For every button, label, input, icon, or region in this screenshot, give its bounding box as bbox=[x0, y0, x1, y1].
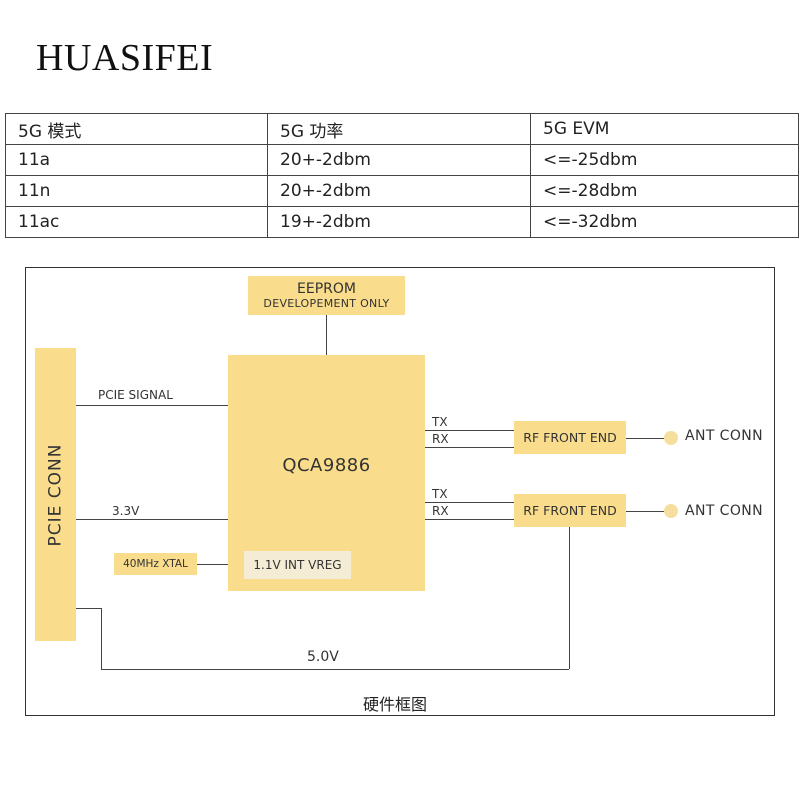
table-row: 11n 20+-2dbm <=-28dbm bbox=[5, 175, 799, 207]
ant2-label: ANT CONN bbox=[685, 503, 763, 519]
table-row: 11a 20+-2dbm <=-25dbm bbox=[5, 144, 799, 176]
xtal-line bbox=[197, 564, 228, 565]
v33-label: 3.3V bbox=[112, 504, 140, 518]
eeprom-title: EEPROM bbox=[297, 280, 356, 297]
rf-front-end-1: RF FRONT END bbox=[514, 421, 626, 454]
pcie-conn-label: PCIE CONN bbox=[45, 443, 66, 546]
table-cell: <=-28dbm bbox=[530, 175, 799, 207]
v50-label: 5.0V bbox=[307, 649, 339, 665]
ant1-label: ANT CONN bbox=[685, 428, 763, 444]
v50-bottom bbox=[101, 669, 569, 670]
table-cell: <=-25dbm bbox=[530, 144, 799, 176]
xtal-block: 40MHz XTAL bbox=[114, 553, 197, 575]
header-cell: 5G 功率 bbox=[267, 113, 531, 145]
rx1-line bbox=[425, 447, 514, 448]
table-row: 11ac 19+-2dbm <=-32dbm bbox=[5, 206, 799, 238]
vreg-block: 1.1V INT VREG bbox=[244, 551, 351, 579]
spec-table: 5G 模式 5G 功率 5G EVM 11a 20+-2dbm <=-25dbm… bbox=[5, 113, 799, 238]
tx1-label: TX bbox=[432, 415, 448, 429]
table-cell: 19+-2dbm bbox=[267, 206, 531, 238]
header-cell: 5G EVM bbox=[530, 113, 799, 145]
rf2-label: RF FRONT END bbox=[523, 503, 617, 518]
v33-line bbox=[76, 519, 228, 520]
rx2-line bbox=[425, 519, 514, 520]
ant2-line bbox=[626, 511, 664, 512]
table-cell: <=-32dbm bbox=[530, 206, 799, 238]
rf-front-end-2: RF FRONT END bbox=[514, 494, 626, 527]
tx2-label: TX bbox=[432, 487, 448, 501]
rx1-label: RX bbox=[432, 432, 449, 446]
ant1-line bbox=[626, 438, 664, 439]
xtal-label: 40MHz XTAL bbox=[123, 558, 188, 570]
tx2-line bbox=[425, 502, 514, 503]
diagram-caption: 硬件框图 bbox=[363, 695, 428, 714]
header-cell: 5G 模式 bbox=[5, 113, 268, 145]
table-cell: 11a bbox=[5, 144, 268, 176]
table-cell: 20+-2dbm bbox=[267, 144, 531, 176]
brand-logo: HUASIFEI bbox=[36, 37, 214, 79]
pcie-signal-line bbox=[76, 405, 228, 406]
eeprom-link bbox=[326, 315, 327, 355]
pcie-signal-label: PCIE SIGNAL bbox=[98, 388, 173, 402]
v50-stub bbox=[76, 608, 101, 609]
antenna-icon bbox=[664, 504, 678, 518]
table-cell: 20+-2dbm bbox=[267, 175, 531, 207]
antenna-icon bbox=[664, 431, 678, 445]
vreg-label: 1.1V INT VREG bbox=[253, 558, 342, 572]
eeprom-subtitle: DEVELOPEMENT ONLY bbox=[263, 296, 390, 310]
rx2-label: RX bbox=[432, 504, 449, 518]
v50-left bbox=[101, 608, 102, 669]
tx1-line bbox=[425, 430, 514, 431]
table-cell: 11n bbox=[5, 175, 268, 207]
rf1-label: RF FRONT END bbox=[523, 430, 617, 445]
eeprom-block: EEPROM DEVELOPEMENT ONLY bbox=[248, 276, 405, 315]
pcie-conn-block: PCIE CONN bbox=[35, 348, 76, 641]
table-header-row: 5G 模式 5G 功率 5G EVM bbox=[5, 113, 799, 145]
v50-right bbox=[569, 527, 570, 669]
table-cell: 11ac bbox=[5, 206, 268, 238]
chip-label: QCA9886 bbox=[282, 454, 371, 476]
hardware-block-diagram: EEPROM DEVELOPEMENT ONLY PCIE CONN QCA98… bbox=[25, 267, 775, 716]
